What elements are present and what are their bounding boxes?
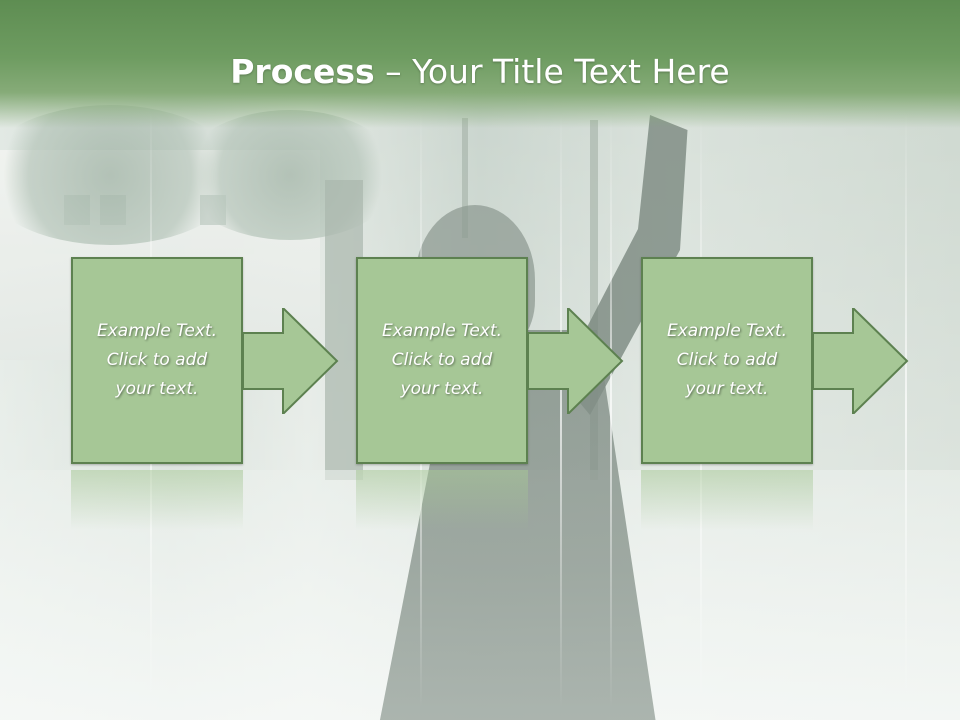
title-rest-text: – Your Title Text Here [374, 52, 730, 91]
title-bold-text: Process [230, 52, 375, 91]
step-3-reflection [641, 470, 813, 530]
step-1-text: Example Text. Click to add your text. [96, 321, 218, 399]
step-2-reflection [356, 470, 528, 530]
title-banner [0, 0, 960, 128]
right-arrow-icon [813, 308, 909, 414]
background-tree [180, 110, 400, 240]
step-2-box[interactable]: Example Text. Click to add your text. [356, 257, 528, 464]
step-3-text: Example Text. Click to add your text. [666, 321, 788, 399]
slide-title[interactable]: Process – Your Title Text Here [0, 52, 960, 91]
step-1-box[interactable]: Example Text. Click to add your text. [71, 257, 243, 464]
right-arrow-icon [243, 308, 339, 414]
step-1-reflection [71, 470, 243, 530]
step-3-box[interactable]: Example Text. Click to add your text. [641, 257, 813, 464]
right-arrow-icon [528, 308, 624, 414]
step-2-text: Example Text. Click to add your text. [381, 321, 503, 399]
